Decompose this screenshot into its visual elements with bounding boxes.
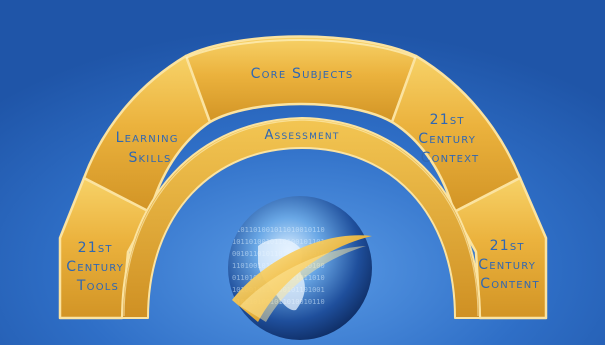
tools-label: 21st Century Tools xyxy=(66,240,129,294)
content-label: 21st Century Content xyxy=(478,238,541,292)
svg-text:0101101001011010010110: 0101101001011010010110 xyxy=(232,226,325,234)
core-subjects-label: Core Subjects xyxy=(251,66,354,82)
globe-icon: 0101101001011010010110 10110100101101001… xyxy=(228,196,372,340)
arch xyxy=(58,35,548,320)
context-label: 21st Century Context xyxy=(418,112,481,166)
learning-skills-label: Learning Skills xyxy=(116,130,185,166)
arch-inner-assessment xyxy=(121,117,481,319)
assessment-label: Assessment xyxy=(264,128,339,143)
